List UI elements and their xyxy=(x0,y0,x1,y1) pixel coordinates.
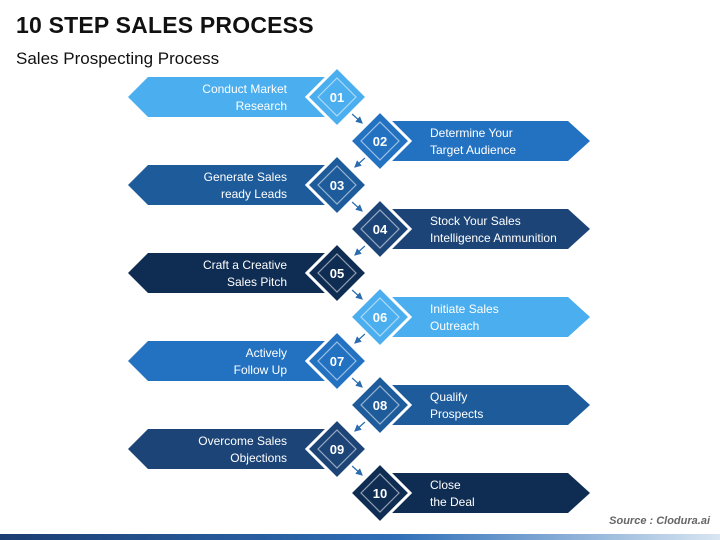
step-label-line-2: ready Leads xyxy=(221,187,287,201)
step-label-line-1: Close xyxy=(430,478,461,492)
step-banner xyxy=(390,121,590,161)
step-label-line-2: Target Audience xyxy=(430,143,516,157)
step-diamond-inner xyxy=(317,429,357,469)
step-label-line-1: Qualify xyxy=(430,390,467,404)
connector-arrows xyxy=(350,112,367,476)
step-label-line-1: Actively xyxy=(246,346,287,360)
step-label-line-2: Objections xyxy=(230,451,287,465)
step-10: 10 Close the Deal xyxy=(347,460,590,526)
step-label-line-2: Research xyxy=(236,99,287,113)
step-label-line-1: Overcome Sales xyxy=(198,434,287,448)
step-number: 01 xyxy=(330,90,344,105)
step-banner xyxy=(128,341,327,381)
step-banner xyxy=(390,473,590,513)
step-diamond-inner xyxy=(360,473,400,513)
connector-arrow xyxy=(350,200,363,212)
step-banner xyxy=(390,209,590,249)
step-diamond-inner xyxy=(317,341,357,381)
step-diamond-inner xyxy=(360,121,400,161)
step-diamond-inner xyxy=(317,253,357,293)
step-banner xyxy=(390,297,590,337)
step-label-line-1: Conduct Market xyxy=(202,82,287,96)
step-banner xyxy=(128,165,327,205)
step-banner xyxy=(128,429,327,469)
step-label-line-2: the Deal xyxy=(430,495,475,509)
step-label-line-2: Follow Up xyxy=(234,363,288,377)
step-number: 03 xyxy=(330,178,344,193)
step-diamond-inner xyxy=(317,77,357,117)
step-label-line-1: Stock Your Sales xyxy=(430,214,521,228)
step-number: 05 xyxy=(330,266,344,281)
connector-arrow xyxy=(350,112,363,124)
step-03: 03 Generate Sales ready Leads xyxy=(128,152,370,218)
connector-arrow xyxy=(354,332,367,344)
step-number: 06 xyxy=(373,310,387,325)
step-label-line-1: Generate Sales xyxy=(204,170,287,184)
step-diamond-inner xyxy=(360,209,400,249)
connector-arrow xyxy=(350,376,363,388)
step-diamond-inner xyxy=(360,385,400,425)
step-label-line-2: Prospects xyxy=(430,407,483,421)
step-banner xyxy=(390,385,590,425)
step-number: 02 xyxy=(373,134,387,149)
source-note: Source : Clodura.ai xyxy=(609,515,710,527)
connector-arrow xyxy=(350,464,363,476)
step-label-line-1: Initiate Sales xyxy=(430,302,499,316)
step-label-line-2: Outreach xyxy=(430,319,479,333)
step-number: 10 xyxy=(373,486,387,501)
step-label-line-1: Craft a Creative xyxy=(203,258,287,272)
connector-arrow xyxy=(354,420,367,432)
step-diamond-inner xyxy=(317,165,357,205)
step-number: 07 xyxy=(330,354,344,369)
connector-arrow xyxy=(354,244,367,256)
step-number: 04 xyxy=(373,222,388,237)
step-diamond-inner xyxy=(360,297,400,337)
step-number: 08 xyxy=(373,398,387,413)
step-number: 09 xyxy=(330,442,344,457)
connector-arrow xyxy=(350,288,363,300)
connector-arrow xyxy=(354,156,367,168)
step-label-line-2: Intelligence Ammunition xyxy=(430,231,557,245)
page-subtitle: Sales Prospecting Process xyxy=(16,49,220,68)
bottom-accent-bar xyxy=(0,534,720,540)
step-banner xyxy=(128,253,327,293)
page-title: 10 STEP SALES PROCESS xyxy=(16,12,314,38)
step-banner xyxy=(128,77,327,117)
step-label-line-2: Sales Pitch xyxy=(227,275,287,289)
step-label-line-1: Determine Your xyxy=(430,126,513,140)
